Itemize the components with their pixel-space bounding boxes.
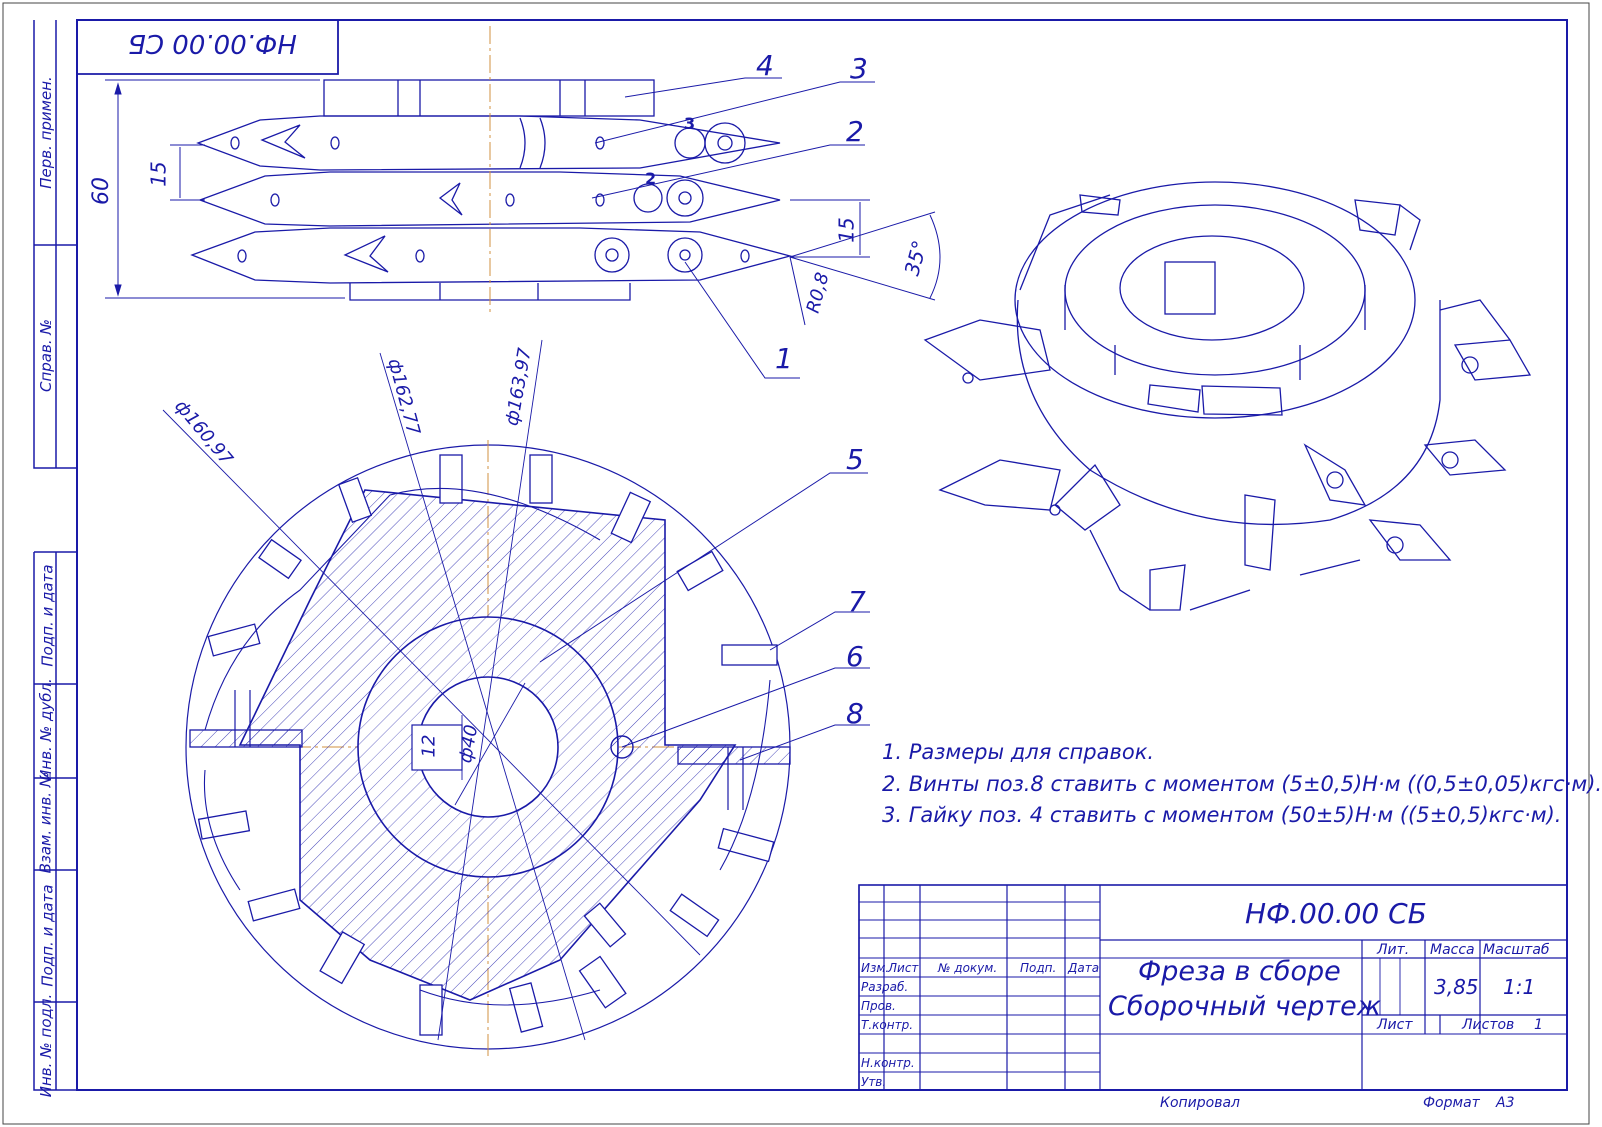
strip-label-inv-dubl: Инв. № дубл.	[36, 678, 55, 781]
strip-label-vzam-inv: Взам. инв. №	[36, 771, 55, 874]
tb-sheets-label: Листов	[1462, 1017, 1515, 1033]
tb-format-label: Формат	[1423, 1095, 1480, 1111]
tb-lit-label: Лит.	[1377, 942, 1410, 958]
note-1: 1. Размеры для справок.	[882, 740, 1155, 764]
title-block	[858, 884, 1568, 1091]
note-2: 2. Винты поз.8 ставить с моментом (5±0,5…	[882, 772, 1602, 796]
strip-label-sprav: Справ. №	[36, 319, 55, 392]
tb-scale-label: Масштаб	[1483, 942, 1550, 958]
tb-row-nkontr: Н.контр.	[861, 1056, 915, 1070]
position-1: 1	[775, 342, 793, 375]
tb-scale-value: 1:1	[1503, 975, 1536, 999]
tb-format-value: А3	[1496, 1095, 1515, 1111]
tooth-mark-2: 2	[645, 169, 657, 188]
note-3: 3. Гайку поз. 4 ставить с моментом (50±5…	[882, 803, 1562, 827]
dim-step-15-right: 15	[834, 217, 859, 243]
position-2: 2	[846, 115, 864, 148]
tb-col-data: Дата	[1068, 961, 1100, 975]
strip-label-perv-primen: Перв. примен.	[36, 76, 55, 189]
tb-sheets-value: 1	[1534, 1017, 1543, 1033]
position-6: 6	[846, 640, 864, 673]
tb-row-utv: Утв.	[861, 1075, 887, 1089]
tooth-mark-3: 3	[684, 114, 696, 133]
tb-copied: Копировал	[1160, 1095, 1240, 1111]
tb-row-tkontr: Т.контр.	[861, 1018, 914, 1032]
isometric-view	[923, 181, 1532, 611]
tb-code: НФ.00.00 СБ	[1245, 897, 1427, 930]
position-4: 4	[756, 49, 774, 82]
tb-col-dokum: № докум.	[938, 961, 998, 975]
tb-mass-label: Масса	[1430, 942, 1475, 958]
position-3: 3	[850, 52, 868, 85]
stamp-code-mirrored: НФ.00.00 СБ	[128, 28, 297, 58]
tb-name-line2: Сборочный чертеж	[1108, 991, 1382, 1022]
dim-step-15-left: 15	[146, 161, 171, 187]
position-8: 8	[846, 697, 864, 730]
tb-col-podp: Подп.	[1020, 961, 1057, 975]
tb-col-list: Лист	[888, 961, 919, 975]
strip-label-podp-data-1: Подп. и дата	[38, 564, 57, 667]
front-view	[162, 339, 791, 1060]
tb-sheet-label: Лист	[1377, 1017, 1413, 1033]
position-5: 5	[846, 443, 864, 476]
tb-row-prov: Пров.	[861, 999, 896, 1013]
dim-key-12: 12	[418, 734, 440, 758]
tb-col-izm: Изм.	[861, 961, 890, 975]
tb-mass-value: 3,85	[1434, 975, 1479, 999]
strip-label-inv-podl: Инв. № подл.	[37, 993, 56, 1098]
side-view	[190, 79, 793, 301]
strip-label-podp-data-2: Подп. и дата	[38, 884, 57, 987]
tb-name-line1: Фреза в сборе	[1138, 956, 1341, 987]
tb-row-razrab: Разраб.	[861, 980, 909, 994]
dim-height-60: 60	[89, 177, 114, 205]
position-7: 7	[848, 585, 866, 618]
